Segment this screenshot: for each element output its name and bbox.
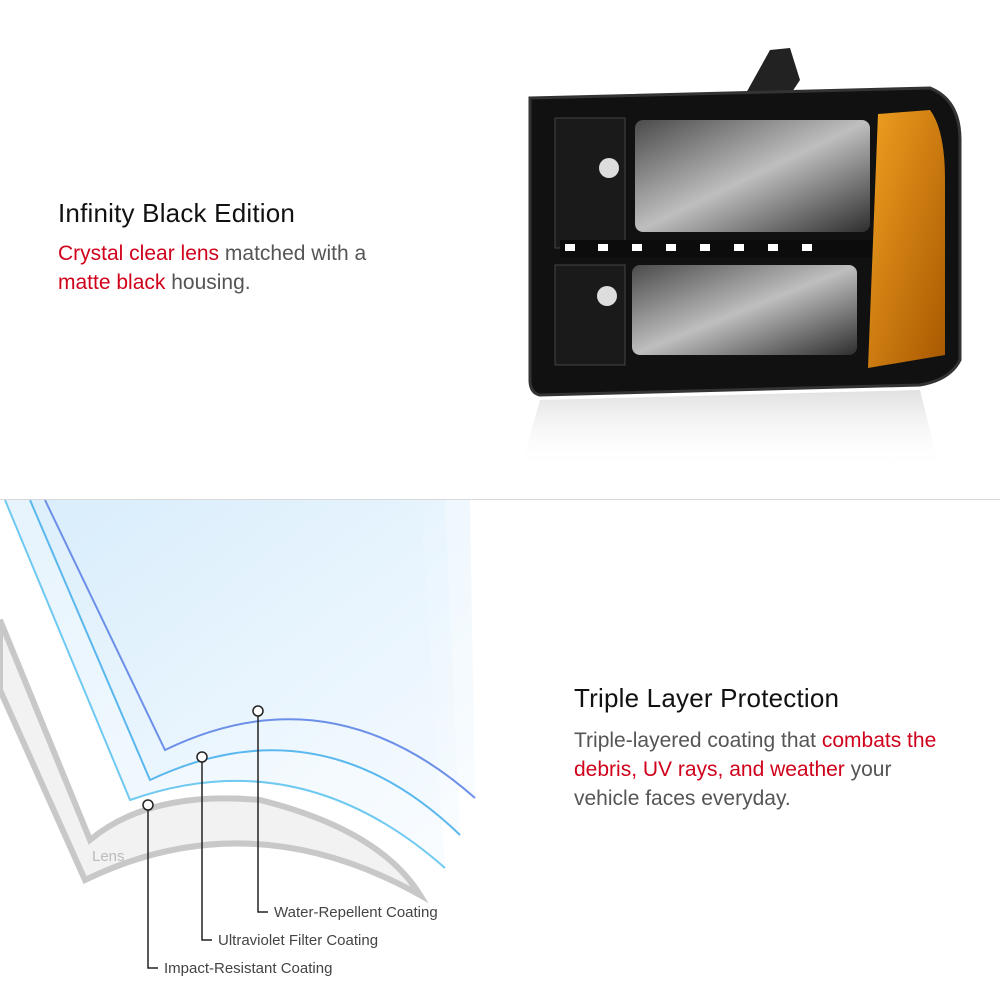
feature-text: Triple Layer Protection Triple-layered c… xyxy=(574,683,954,813)
feature-title: Triple Layer Protection xyxy=(574,683,840,713)
lens-layer-diagram: Lens Water-Repellent Coating Ultraviolet… xyxy=(0,500,476,977)
section-divider xyxy=(0,499,1000,500)
highlight: Crystal clear lens xyxy=(58,242,220,265)
lens-label: Lens xyxy=(92,848,125,865)
feature-section-black-edition: Infinity Black Edition Crystal clear len… xyxy=(0,0,1000,499)
feature-text: Infinity Black Edition Crystal clear len… xyxy=(58,198,418,297)
headlight-image xyxy=(520,48,962,470)
feature-title: Infinity Black Edition xyxy=(58,198,296,228)
feature-section-protection: Lens Water-Repellent Coating Ultraviolet… xyxy=(0,500,1000,1000)
feature-description: Triple-layered coating that combats the … xyxy=(574,726,954,813)
lens-shape xyxy=(0,618,429,904)
desc-text: matched with a xyxy=(219,242,367,265)
desc-text: your vehicle faces everyday. xyxy=(574,758,892,810)
highlight: combats the debris, UV rays, and weather xyxy=(574,729,937,781)
highlight: matte black xyxy=(58,271,166,294)
desc-text: Triple-layered coating that xyxy=(574,729,822,752)
layer-label-uv-filter: Ultraviolet Filter Coating xyxy=(218,932,378,949)
feature-description: Crystal clear lens matched with a matte … xyxy=(58,239,418,297)
desc-text: housing. xyxy=(165,271,251,294)
layer-label-impact-resistant: Impact-Resistant Coating xyxy=(164,960,332,977)
layer-label-water-repellent: Water-Repellent Coating xyxy=(274,904,438,921)
